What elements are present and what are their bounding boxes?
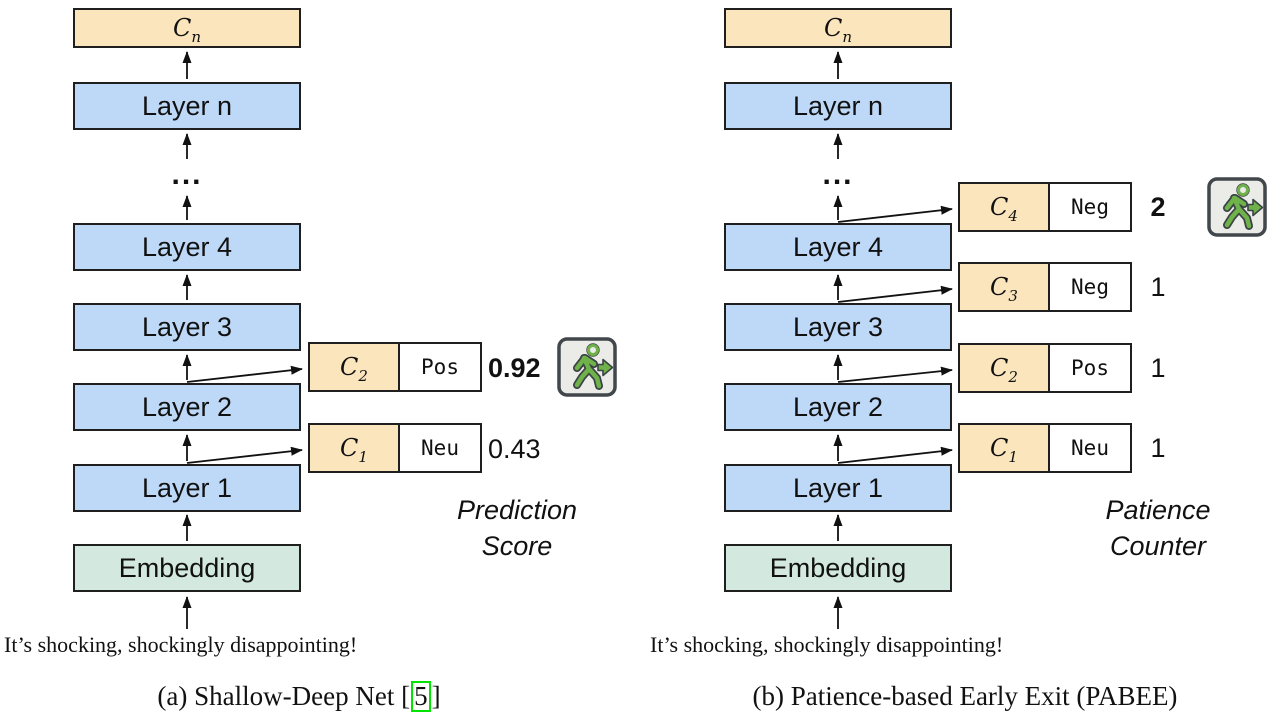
prediction-label: Neg bbox=[1071, 195, 1109, 219]
classifier-name: C4 bbox=[990, 193, 1018, 225]
layer-label: Layer 2 bbox=[792, 391, 884, 422]
layer-label: Layer 4 bbox=[141, 231, 233, 262]
classifier-name: C2 bbox=[340, 353, 368, 385]
embedding-box-b: Embedding bbox=[724, 544, 952, 592]
layer-label: Layer 4 bbox=[792, 231, 884, 262]
classifier-row-c2-a: C2 Pos bbox=[308, 342, 482, 392]
patience-counter-c2: 1 bbox=[1150, 353, 1166, 383]
ellipsis-a: ... bbox=[171, 158, 203, 191]
layer-label: Layer 1 bbox=[792, 472, 884, 503]
layer-2-box-b: Layer 2 bbox=[724, 383, 952, 431]
input-sentence-b: It’s shocking, shockingly disappointing! bbox=[650, 632, 1004, 657]
layer-label: Layer n bbox=[141, 90, 233, 121]
embedding-label: Embedding bbox=[118, 552, 256, 583]
caption-a-bracket: ] bbox=[431, 681, 441, 711]
classifier-name: C3 bbox=[990, 273, 1018, 305]
classifier-name-cell: C2 bbox=[308, 342, 400, 392]
layer-label: Layer 3 bbox=[141, 311, 233, 342]
patience-counter-c1: 1 bbox=[1150, 433, 1166, 463]
classifier-name: C2 bbox=[990, 354, 1018, 386]
caption-b: (b) Patience-based Early Exit (PABEE) bbox=[752, 681, 1178, 711]
classifier-name-cell: C3 bbox=[958, 262, 1050, 312]
prediction-score-c2: 0.92 bbox=[488, 353, 541, 383]
citation-link[interactable]: 5 bbox=[411, 681, 431, 712]
annotation-patience-counter: Patience Counter bbox=[1105, 495, 1211, 561]
classifier-row-c1-a: C1 Neu bbox=[308, 423, 482, 473]
layer-2-box-a: Layer 2 bbox=[73, 383, 301, 431]
layer-label: Layer n bbox=[792, 90, 884, 121]
final-classifier-label: Cn bbox=[172, 14, 202, 46]
layer-label: Layer 3 bbox=[792, 311, 884, 342]
layer-1-box-b: Layer 1 bbox=[724, 464, 952, 512]
prediction-label: Pos bbox=[421, 355, 459, 379]
prediction-cell: Neu bbox=[400, 423, 482, 473]
layer-3-box-b: Layer 3 bbox=[724, 303, 952, 351]
prediction-label: Neg bbox=[1071, 275, 1109, 299]
embedding-box-a: Embedding bbox=[73, 544, 301, 592]
classifier-row-c2-b: C2 Pos bbox=[958, 343, 1132, 393]
classifier-row-c1-b: C1 Neu bbox=[958, 423, 1132, 473]
layer-4-box-b: Layer 4 bbox=[724, 223, 952, 271]
layer-label: Layer 1 bbox=[141, 472, 233, 503]
input-sentence-a: It’s shocking, shockingly disappointing! bbox=[4, 632, 358, 657]
classifier-row-c4-b: C4 Neg bbox=[958, 182, 1132, 232]
final-classifier-box-a: Cn bbox=[73, 8, 301, 48]
classifier-row-c3-b: C3 Neg bbox=[958, 262, 1132, 312]
layer-n-box-a: Layer n bbox=[73, 82, 301, 130]
prediction-score-c1: 0.43 bbox=[488, 434, 541, 464]
classifier-name-cell: C2 bbox=[958, 343, 1050, 393]
patience-counter-c4: 2 bbox=[1150, 192, 1166, 222]
prediction-cell: Neg bbox=[1050, 262, 1132, 312]
exit-icon bbox=[1207, 177, 1267, 237]
caption-a: (a) Shallow-Deep Net [5] bbox=[49, 681, 549, 712]
patience-counter-c3: 1 bbox=[1150, 272, 1166, 302]
layer-3-box-a: Layer 3 bbox=[73, 303, 301, 351]
layer-4-box-a: Layer 4 bbox=[73, 223, 301, 271]
prediction-label: Neu bbox=[1071, 436, 1109, 460]
final-classifier-box-b: Cn bbox=[724, 8, 952, 48]
classifier-name: C1 bbox=[340, 434, 368, 466]
prediction-cell: Neu bbox=[1050, 423, 1132, 473]
caption-a-text: (a) Shallow-Deep Net [ bbox=[157, 681, 411, 711]
layer-1-box-a: Layer 1 bbox=[73, 464, 301, 512]
embedding-label: Embedding bbox=[769, 552, 907, 583]
exit-icon bbox=[557, 337, 617, 397]
prediction-cell: Pos bbox=[1050, 343, 1132, 393]
classifier-name: C1 bbox=[990, 434, 1018, 466]
classifier-name-cell: C1 bbox=[308, 423, 400, 473]
prediction-cell: Pos bbox=[400, 342, 482, 392]
prediction-label: Neu bbox=[421, 436, 459, 460]
classifier-name-cell: C4 bbox=[958, 182, 1050, 232]
final-classifier-label: Cn bbox=[823, 14, 853, 46]
annotation-prediction-score: Prediction Score bbox=[456, 495, 578, 561]
ellipsis-b: ... bbox=[822, 158, 854, 191]
classifier-name-cell: C1 bbox=[958, 423, 1050, 473]
layer-n-box-b: Layer n bbox=[724, 82, 952, 130]
prediction-cell: Neg bbox=[1050, 182, 1132, 232]
prediction-label: Pos bbox=[1071, 356, 1109, 380]
layer-label: Layer 2 bbox=[141, 391, 233, 422]
